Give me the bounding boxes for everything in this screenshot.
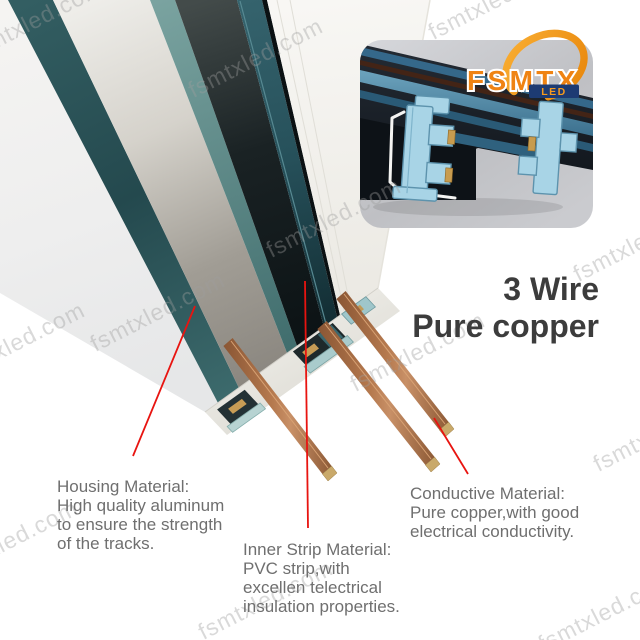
top-face-ridge-1: [276, 0, 345, 312]
end-slot-left-contact: [228, 398, 247, 414]
logo-led-text: LED: [541, 86, 567, 98]
inset-stripe-brown: [360, 60, 593, 119]
top-face-ridge-2: [289, 0, 351, 307]
track-housing-left-face: [0, 0, 218, 412]
copper-strip-2-tip: [425, 456, 441, 473]
caption-line: to ensure the strength: [57, 515, 223, 534]
conductive-annotation: Conductive Material: Pure copper,with go…: [410, 484, 579, 541]
track-rail: [0, 0, 455, 482]
inset-pvc-right: [517, 100, 578, 196]
caption-line: Inner Strip Material:: [243, 540, 392, 559]
inset-pvc-front: [392, 95, 456, 202]
copper-strip-1-tip: [322, 465, 338, 482]
inner-strip-annotation: Inner Strip Material: PVC strip,with exc…: [243, 540, 400, 616]
copper-strip-2-shine: [324, 323, 432, 460]
copper-strip-3-shine: [343, 293, 446, 425]
logo-led-band: [529, 84, 579, 98]
inset-photo: [360, 44, 593, 216]
pvc-right-tab-3: [559, 132, 578, 153]
copper-strip-3-body: [336, 291, 449, 430]
headline-line-1: 3 Wire: [503, 271, 599, 307]
copper-conductors: [223, 291, 455, 482]
inset-mid-rail: [430, 128, 536, 158]
pvc-front-contact-2: [444, 167, 454, 183]
end-slot-left-pvc-lip: [226, 402, 267, 433]
headline: 3 Wire Pure copper: [412, 271, 599, 345]
pvc-front-contact-1: [447, 129, 456, 145]
track-left-teal-liner: [8, 0, 239, 403]
caption-line: insulation properties.: [243, 597, 400, 616]
pvc-right-tab-1: [520, 117, 541, 139]
copper-strip-1-body: [223, 338, 332, 474]
pvc-right-tab-2: [517, 155, 539, 176]
caption-line: Housing Material:: [57, 477, 190, 496]
copper-strip-2-body: [317, 321, 435, 465]
track-channel-floor: [53, 0, 287, 388]
inset-floor-shadow: [373, 198, 563, 216]
housing-annotation: Housing Material: High quality aluminum …: [57, 477, 224, 553]
copper-strip-1-shine: [230, 340, 329, 469]
caption-line: High quality aluminum: [57, 496, 225, 515]
pvc-front-foot: [392, 185, 438, 202]
callout-line-housing: [132, 305, 196, 457]
caption-line: Conductive Material:: [410, 484, 565, 503]
pvc-right-contact: [527, 136, 537, 152]
track-groove-line: [262, 0, 340, 317]
caption-line: Pure copper,with good: [410, 503, 580, 522]
pvc-front-shade: [406, 107, 414, 194]
track-channel-shadow: [175, 0, 324, 346]
track-teal-edge: [150, 0, 297, 353]
callout-line-inner-strip: [304, 280, 309, 529]
caption-line: PVC strip,with: [243, 559, 350, 578]
copper-strip-1: [223, 338, 338, 482]
headline-line-2: Pure copper: [412, 308, 599, 344]
caption-line: excellen telectrical: [243, 578, 382, 597]
callout-line-conductive: [433, 417, 469, 475]
caption-line: electrical conductivity.: [410, 522, 575, 541]
inner-strip-highlight: [239, 0, 327, 325]
caption-line: of the tracks.: [57, 534, 155, 553]
copper-strip-2: [317, 321, 441, 473]
